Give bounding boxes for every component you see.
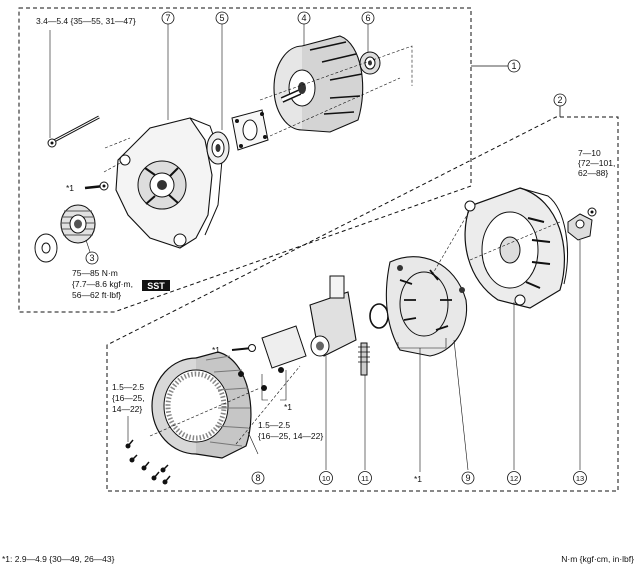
sst-badge-bg [142,280,170,291]
svg-text:3: 3 [89,253,94,263]
torque-b-terminal-line-1: 7—10 [578,148,601,158]
torque-stator-screw-line-2: {16—25, [112,393,145,403]
svg-text:11: 11 [361,474,369,483]
callout-13: 13 [573,471,587,485]
rear-bearing [359,51,381,75]
svg-text:9: 9 [465,473,470,483]
front-housing-bolt [84,181,109,191]
torque-pulley-line-3: 56—62 ft·lbf} [72,290,121,300]
svg-text:10: 10 [322,474,330,483]
torque-b-terminal-line-3: 62—88} [578,168,608,178]
callout-5: 5 [215,11,229,25]
callout-7: 7 [161,11,175,25]
group-1-dashed-border [18,7,472,313]
sst-badge: SST [147,281,165,291]
callout-2: 2 [553,93,567,107]
star-mark-regulator-screw: *1 [212,345,220,355]
svg-text:1: 1 [511,61,516,71]
stator-screws [125,439,171,485]
rectifier [385,256,468,357]
rear-housing [464,187,568,309]
torque-pulley-line-1: 75—85 N·m [72,268,118,278]
front-housing [115,117,223,249]
svg-text:12: 12 [510,474,518,483]
front-bearing [206,131,230,165]
svg-text:8: 8 [255,473,260,483]
brush [358,342,370,376]
through-bolt [47,115,100,148]
svg-text:6: 6 [365,13,370,23]
callout-9: 9 [461,471,475,485]
b-terminal-nut [567,207,597,241]
torque-regulator-screw-line-2: {16—25, 14—22} [258,431,323,441]
star-mark-rectifier: *1 [414,474,422,484]
torque-stator-screw-line-1: 1.5—2.5 [112,382,144,392]
torque-regulator-screw-line-1: 1.5—2.5 [258,420,290,430]
voltage-regulator [261,275,357,369]
units-legend: N·m {kgf·cm, in·lbf} [561,554,634,564]
pulley-washer [34,233,58,263]
callout-6: 6 [361,11,375,25]
star-mark-bracket-screw: *1 [284,402,292,412]
group-2-dashed-border [106,116,619,492]
snap-ring [369,303,389,329]
callout-1: 1 [507,59,521,73]
svg-text:4: 4 [301,13,306,23]
svg-text:7: 7 [165,13,170,23]
regulator-screws [231,344,284,391]
callout-3: 3 [85,251,99,265]
torque-b-terminal-line-2: {72—101, [578,158,615,168]
callout-4: 4 [297,11,311,25]
torque-through-bolt: 3.4—5.4 {35—55, 31—47} [36,16,136,26]
svg-text:5: 5 [219,13,224,23]
stator [151,351,252,459]
footnote: *1: 2.9—4.9 {30—49, 26—43} [2,554,115,564]
torque-stator-screw-line-3: 14—22} [112,404,142,414]
callout-8: 8 [251,471,265,485]
svg-text:13: 13 [576,474,584,483]
rotor [273,35,364,133]
pulley [60,204,96,244]
star-mark-front-bolt: *1 [66,183,74,193]
torque-pulley-line-2: {7.7—8.6 kgf·m, [72,279,133,289]
callout-10: 10 [319,471,333,485]
callout-11: 11 [358,471,372,485]
svg-text:2: 2 [557,95,562,105]
callout-12: 12 [507,471,521,485]
bearing-retainer-plate [231,109,269,151]
